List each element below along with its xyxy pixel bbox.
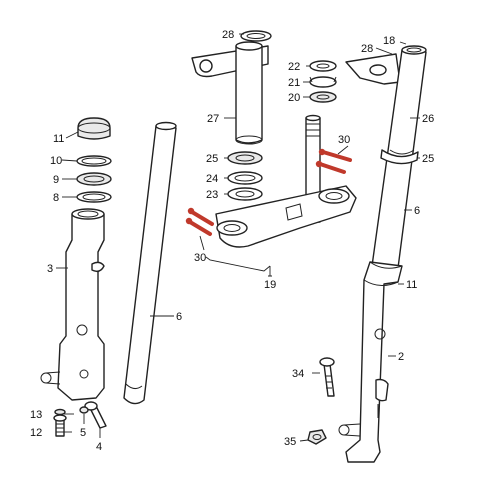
callout-30-lower: 30 [194,252,206,264]
lower-triple-clamp [215,185,357,248]
bearing-24 [227,171,263,185]
nut-35 [307,429,327,445]
callout-8: 8 [53,192,59,204]
callout-23: 23 [206,189,218,201]
callout-6-right: 6 [414,205,420,217]
pinch-bolt-30-upper [315,148,352,174]
leader-lines [56,33,420,442]
callout-9: 9 [53,174,59,186]
callout-20: 20 [288,92,300,104]
callout-28-top: 28 [222,29,234,41]
callout-34: 34 [292,368,304,380]
washer-8 [76,191,112,203]
callout-13: 13 [30,409,42,421]
top-bridge-bracket [191,41,269,145]
callout-11-right: 11 [406,279,417,291]
callout-35: 35 [284,436,296,448]
callout-30-upper: 30 [338,134,350,146]
callout-5: 5 [80,427,86,439]
right-fork-slider [338,261,403,463]
callout-22: 22 [288,61,300,73]
snap-ring-10 [76,155,112,167]
inner-fork-tube [123,121,177,405]
callout-labels: 28 22 21 20 27 30 25 24 23 30 19 11 10 9… [30,29,434,453]
stem-nut-22 [309,60,337,72]
callout-25-right: 25 [422,153,434,165]
callout-4: 4 [96,441,102,453]
callout-25-left: 25 [206,153,218,165]
callout-27: 27 [207,113,219,125]
washer-5 [79,406,89,414]
bearing-race-23 [227,187,263,201]
adjust-nut-20 [309,91,337,103]
drain-bolt-12 [53,414,67,437]
lock-washer-21 [309,76,337,88]
callout-18: 18 [383,35,395,47]
callout-26: 26 [422,113,434,125]
callout-28-right: 28 [361,43,373,55]
callout-21: 21 [288,77,300,89]
dust-seal-11 [77,117,111,140]
callout-12: 12 [30,427,42,439]
oil-seal-9 [76,172,112,186]
callout-10: 10 [50,155,62,167]
callout-24: 24 [206,173,218,185]
seal-ring-28 [240,30,272,42]
left-fork-slider [40,208,105,401]
callout-2: 2 [398,351,404,363]
callout-11-left: 11 [53,133,64,145]
right-headlight-bracket [345,53,401,85]
callout-3: 3 [47,263,53,275]
bearing-race-25 [227,151,263,165]
callout-19: 19 [264,279,276,291]
pinch-bolt-30-lower [185,207,214,236]
washer-13 [54,408,66,416]
bolt-4 [84,401,107,429]
axle-bolt-34 [319,357,335,397]
callout-6-left: 6 [176,311,182,323]
